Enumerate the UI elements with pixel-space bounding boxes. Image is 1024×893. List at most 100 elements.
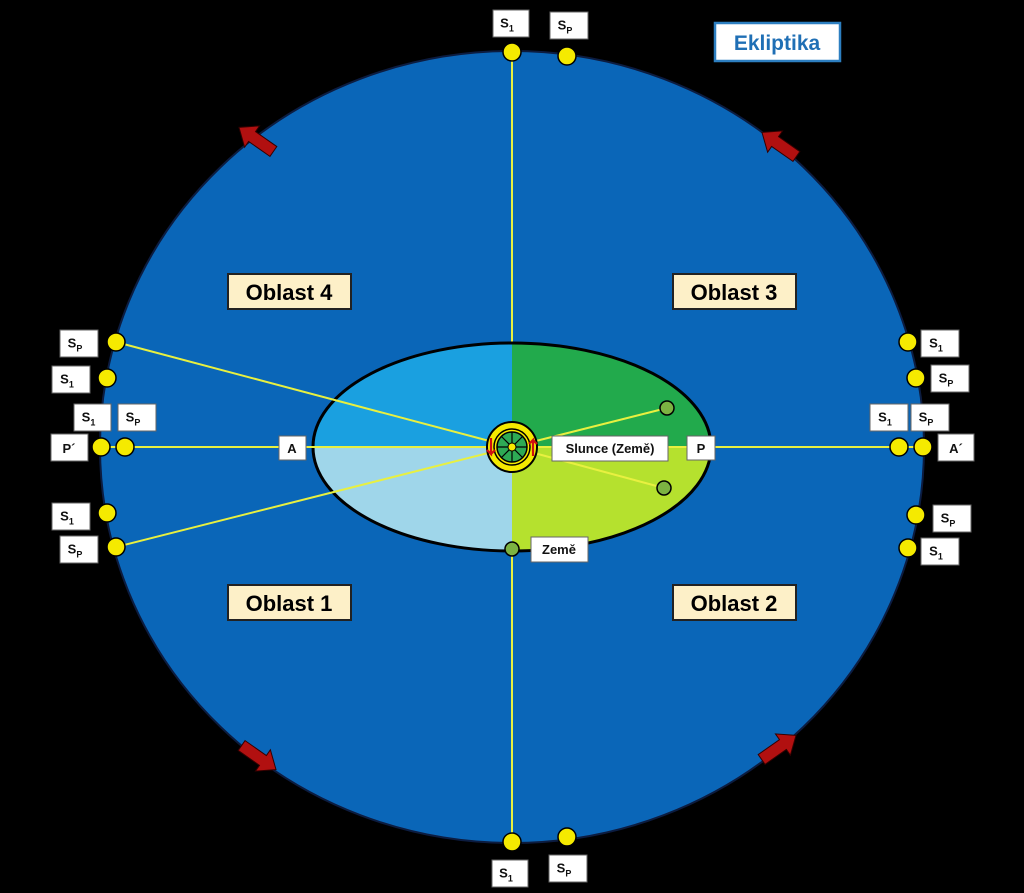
label-text: S1: [82, 410, 96, 428]
label-text: S1: [878, 410, 892, 428]
label-box: [548, 854, 588, 883]
label-text: S1: [499, 866, 513, 884]
earth-position-upper: [659, 400, 675, 416]
label-earth-text: Země: [542, 542, 576, 557]
label-sun-text: Slunce (Země): [566, 441, 655, 456]
label-sp-left-lower: SP: [59, 535, 99, 564]
direction-arrow-top-right-icon: [761, 130, 801, 163]
label-aphelion-text: A: [287, 441, 297, 456]
label-p-prime: P´: [50, 433, 89, 462]
region-text-2: Oblast 2: [691, 591, 778, 616]
label-box: [549, 11, 589, 40]
label-s1-left-upper: S1: [51, 365, 91, 394]
point-s1-right-middle: [889, 437, 909, 457]
label-aphelion: A: [278, 435, 307, 461]
label-s1-left-lower: S1: [51, 502, 91, 531]
point-p-prime: [91, 437, 111, 457]
point-s1-left-lower: [97, 503, 117, 523]
label-text: SP: [68, 336, 83, 354]
region-text-1: Oblast 1: [246, 591, 333, 616]
label-box: [491, 859, 529, 888]
region-text-4: Oblast 4: [246, 280, 334, 305]
label-p-prime-text: P´: [63, 441, 76, 456]
region-label-4: Oblast 4: [227, 273, 352, 310]
point-s1-bottom: [502, 832, 522, 852]
sight-line-left-lower: [115, 446, 513, 548]
region-label-2: Oblast 2: [672, 584, 797, 621]
label-sp-right-upper: SP: [930, 364, 970, 393]
label-box: [932, 504, 972, 533]
label-earth: Země: [530, 536, 589, 563]
sun-rotation-arrow-right-icon: [528, 437, 538, 456]
label-box: [920, 537, 960, 566]
label-sp-left-upper: SP: [59, 329, 99, 358]
title-badge: Ekliptika: [713, 21, 842, 63]
label-a-prime-text: A´: [949, 441, 963, 456]
label-text: SP: [941, 511, 956, 529]
point-sp-top: [557, 46, 577, 66]
point-s1-right-upper: [898, 332, 918, 352]
direction-arrow-bottom-right-icon: [757, 733, 797, 766]
page-title: Ekliptika: [734, 32, 821, 55]
point-sp-bottom: [557, 827, 577, 847]
earth-position-lower: [656, 480, 672, 496]
label-text: SP: [939, 371, 954, 389]
direction-arrow-bottom-left-icon: [237, 739, 277, 772]
label-box: [869, 403, 909, 432]
point-sp-left-lower: [106, 537, 126, 557]
label-text: S1: [929, 336, 943, 354]
label-perihelion: P: [686, 435, 716, 461]
sun-rotation-arrow-left-icon: [486, 438, 496, 457]
label-box: [59, 535, 99, 564]
label-sp-right-lower: SP: [932, 504, 972, 533]
label-s1-right-lower: S1: [920, 537, 960, 566]
point-sp-left-middle: [115, 437, 135, 457]
earth-position-bottom: [504, 541, 520, 557]
sun-icon: [486, 421, 538, 473]
region-label-3: Oblast 3: [672, 273, 797, 310]
label-text: S1: [929, 544, 943, 562]
point-sp-right-lower: [906, 505, 926, 525]
sight-line-right-lower: [511, 446, 665, 489]
label-box: [910, 403, 950, 432]
point-s1-top: [502, 42, 522, 62]
label-text: SP: [558, 18, 573, 36]
sight-line-right-upper: [511, 407, 668, 448]
label-box: [59, 329, 99, 358]
label-sp-bottom: SP: [548, 854, 588, 883]
label-text: SP: [557, 861, 572, 879]
label-sp-top: SP: [549, 11, 589, 40]
region-label-1: Oblast 1: [227, 584, 352, 621]
label-s1-left-middle: S1: [73, 403, 112, 432]
ecliptic-points: [91, 42, 933, 852]
label-s1-right-middle: S1: [869, 403, 909, 432]
label-text: SP: [919, 410, 934, 428]
direction-arrow-top-left-icon: [238, 125, 278, 158]
label-a-prime: A´: [937, 433, 975, 462]
point-a-prime: [913, 437, 933, 457]
label-box: [73, 403, 112, 432]
point-s1-right-lower: [898, 538, 918, 558]
label-sp-right-middle: SP: [910, 403, 950, 432]
label-box: [117, 403, 157, 432]
orbit-ellipse-quadrants: [313, 343, 711, 551]
label-sun: Slunce (Země): [551, 435, 669, 462]
label-text: S1: [60, 372, 74, 390]
label-sp-left-middle: SP: [117, 403, 157, 432]
label-text: SP: [126, 410, 141, 428]
label-box: [930, 364, 970, 393]
label-box: [51, 502, 91, 531]
point-s1-left-upper: [97, 368, 117, 388]
label-box: [51, 365, 91, 394]
label-box: [920, 329, 960, 358]
label-s1-right-upper: S1: [920, 329, 960, 358]
label-s1-bottom: S1: [491, 859, 529, 888]
point-sp-left-upper: [106, 332, 126, 352]
label-perihelion-text: P: [697, 441, 706, 456]
label-box: [492, 9, 530, 38]
sight-line-left-upper: [115, 341, 513, 448]
label-text: SP: [68, 542, 83, 560]
point-sp-right-upper: [906, 368, 926, 388]
